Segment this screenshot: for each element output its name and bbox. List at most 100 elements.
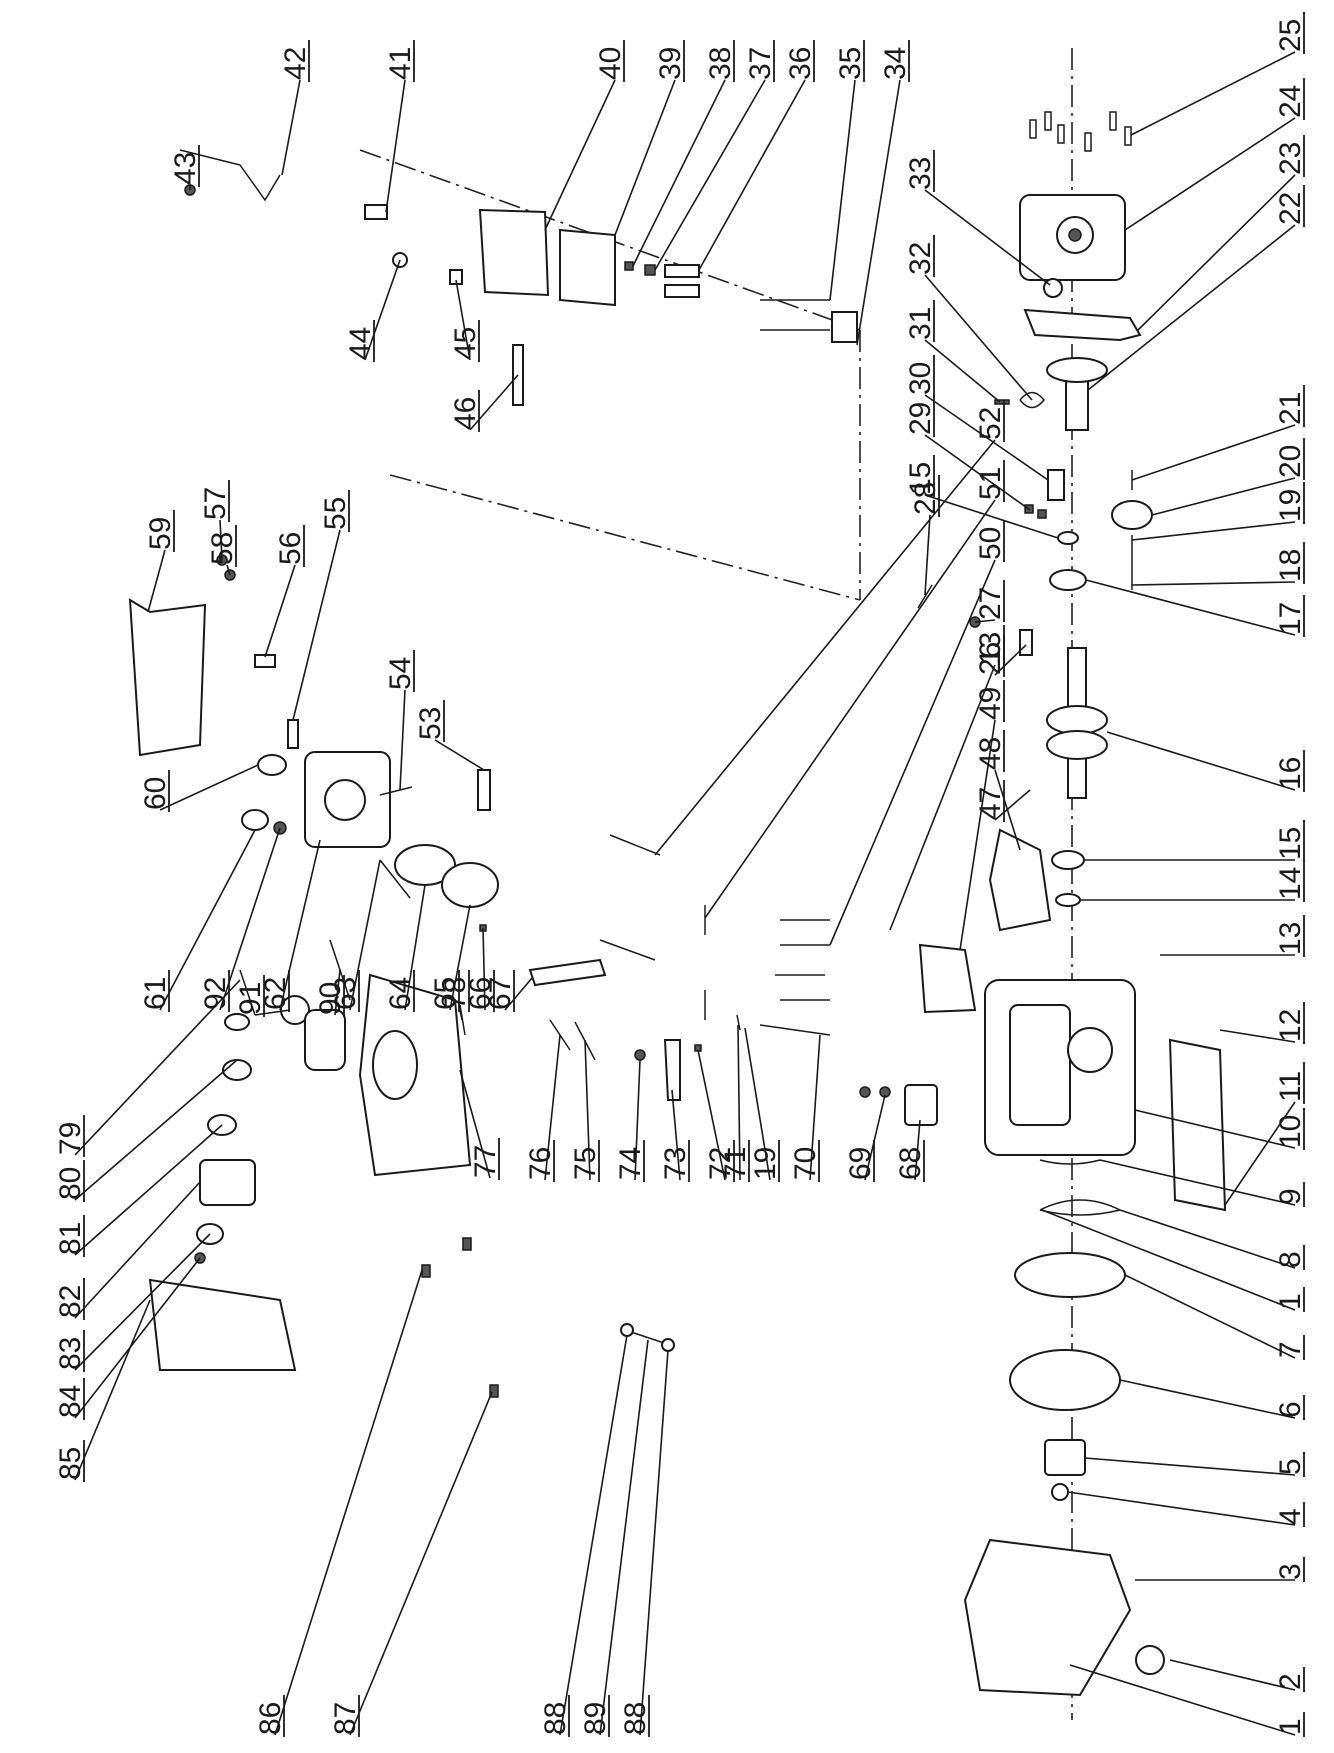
leader-line-c8 bbox=[1119, 1209, 1296, 1269]
callout-c74: 74 bbox=[614, 1140, 647, 1182]
callout-c10: 10 bbox=[1274, 1108, 1307, 1150]
leader-line-c55 bbox=[292, 529, 341, 721]
leader-line-c17 bbox=[1085, 579, 1296, 636]
callout-c7: 7 bbox=[1274, 1335, 1307, 1360]
callout-c3: 3 bbox=[1274, 1557, 1307, 1582]
callout-number: 7 bbox=[1274, 1341, 1307, 1358]
callout-c15: 15 bbox=[1274, 820, 1307, 862]
leader-line-c45 bbox=[455, 279, 471, 361]
callout-c83: 83 bbox=[54, 1330, 87, 1372]
callout-number: 67 bbox=[484, 977, 517, 1010]
callout-c41: 41 bbox=[384, 40, 417, 82]
spring-60 bbox=[257, 754, 287, 776]
flywheel bbox=[1009, 1349, 1121, 1411]
rocker-36 bbox=[664, 264, 700, 278]
callout-c29: 29 bbox=[904, 395, 937, 437]
leader-line-c46 bbox=[469, 374, 519, 431]
callout-c45: 45 bbox=[449, 320, 482, 362]
callout-number: 81 bbox=[54, 1222, 87, 1255]
callout-c84: 84 bbox=[54, 1378, 87, 1420]
callout-c69: 69 bbox=[844, 1140, 877, 1182]
callout-c77: 77 bbox=[469, 1138, 502, 1180]
callout-number: 44 bbox=[344, 327, 377, 360]
callout-number: 10 bbox=[1274, 1115, 1307, 1148]
callout-number: 37 bbox=[744, 47, 777, 80]
rocker-36b bbox=[664, 284, 700, 298]
callout-number: 60 bbox=[139, 777, 172, 810]
callout-c73: 73 bbox=[659, 1140, 692, 1182]
callout-number: 40 bbox=[594, 47, 627, 80]
valve-cover-gasket bbox=[559, 228, 616, 307]
leader-line-c11 bbox=[1224, 1101, 1296, 1206]
leader-line-c81 bbox=[74, 1124, 223, 1256]
callout-number: 72 bbox=[704, 1147, 737, 1180]
leader-line-c19b bbox=[744, 1027, 771, 1181]
callout-c75: 75 bbox=[569, 1140, 602, 1182]
callout-number: 31 bbox=[904, 307, 937, 340]
push-rod-52 bbox=[609, 834, 661, 856]
nut-74 bbox=[634, 1049, 646, 1061]
callout-c25: 25 bbox=[1274, 12, 1307, 54]
callout-number: 50 bbox=[974, 527, 1007, 560]
leader-line-c16 bbox=[1106, 731, 1296, 791]
callout-c68: 68 bbox=[894, 1140, 927, 1182]
valve-63 bbox=[379, 859, 411, 899]
callout-c52: 52 bbox=[974, 400, 1007, 442]
callout-c57: 57 bbox=[199, 480, 232, 522]
part-78 bbox=[459, 1004, 466, 1036]
leader-line-c12 bbox=[1219, 1029, 1296, 1043]
callout-number: 83 bbox=[54, 1337, 87, 1370]
callout-c11: 11 bbox=[1274, 1062, 1307, 1104]
bolt-86 bbox=[421, 1264, 431, 1278]
callout-c31: 31 bbox=[904, 300, 937, 342]
bolt-69 bbox=[859, 1086, 871, 1098]
part-28 bbox=[917, 584, 933, 609]
callout-number: 2 bbox=[1274, 1673, 1307, 1690]
leader-line-c26 bbox=[994, 644, 1027, 676]
leader-line-c85 bbox=[74, 1299, 151, 1481]
callout-number: 42 bbox=[279, 47, 312, 80]
callout-c70: 70 bbox=[789, 1140, 822, 1182]
callout-c67: 67 bbox=[484, 970, 517, 1012]
callout-number: 46 bbox=[449, 397, 482, 430]
leader-line-c27 bbox=[974, 619, 996, 623]
leader-line-c5 bbox=[1084, 1457, 1296, 1476]
callout-number: 26 bbox=[974, 642, 1007, 675]
bolt-86b bbox=[462, 1237, 472, 1251]
callout-c30: 30 bbox=[904, 355, 937, 397]
leader-line-c32 bbox=[924, 274, 1033, 401]
callout-c19: 19 bbox=[1274, 482, 1307, 524]
callout-number: 54 bbox=[384, 657, 417, 690]
gasket-8 bbox=[1039, 1199, 1123, 1216]
callout-number: 15 bbox=[1274, 827, 1307, 860]
callout-number: 5 bbox=[1274, 1458, 1307, 1475]
leader-line-c69 bbox=[864, 1094, 886, 1181]
leader-line-c57 bbox=[219, 519, 223, 561]
valve-54 bbox=[379, 786, 413, 796]
leader-line-c64 bbox=[404, 884, 426, 1011]
leader-line-c22 bbox=[1087, 224, 1296, 391]
callout-number: 61 bbox=[139, 977, 172, 1010]
callout-c20: 20 bbox=[1274, 438, 1307, 480]
leader-line-c48 bbox=[994, 769, 1021, 851]
fuel-cap bbox=[372, 1030, 418, 1100]
leader-line-c76 bbox=[544, 1034, 561, 1181]
muffler-shield bbox=[128, 598, 207, 757]
callout-number: 58 bbox=[206, 532, 239, 565]
callout-number: 79 bbox=[54, 1122, 87, 1155]
pin-71 bbox=[736, 1014, 741, 1031]
callout-number: 73 bbox=[659, 1147, 692, 1180]
leader-line-c62 bbox=[279, 839, 321, 1011]
key-26 bbox=[1019, 629, 1033, 656]
leader-line-c37 bbox=[654, 79, 766, 271]
leader-line-c13b bbox=[889, 664, 996, 931]
callout-number: 78 bbox=[439, 977, 472, 1010]
callout-c8: 8 bbox=[1274, 1245, 1307, 1270]
callout-number: 8 bbox=[1274, 1251, 1307, 1268]
callout-c43: 43 bbox=[169, 145, 202, 187]
crankshaft bbox=[1046, 647, 1108, 799]
callout-c71: 71 bbox=[719, 1140, 752, 1182]
leader-line-c71 bbox=[737, 1024, 741, 1181]
callout-c63: 63 bbox=[329, 970, 362, 1012]
leader-line-c47 bbox=[994, 789, 1031, 821]
